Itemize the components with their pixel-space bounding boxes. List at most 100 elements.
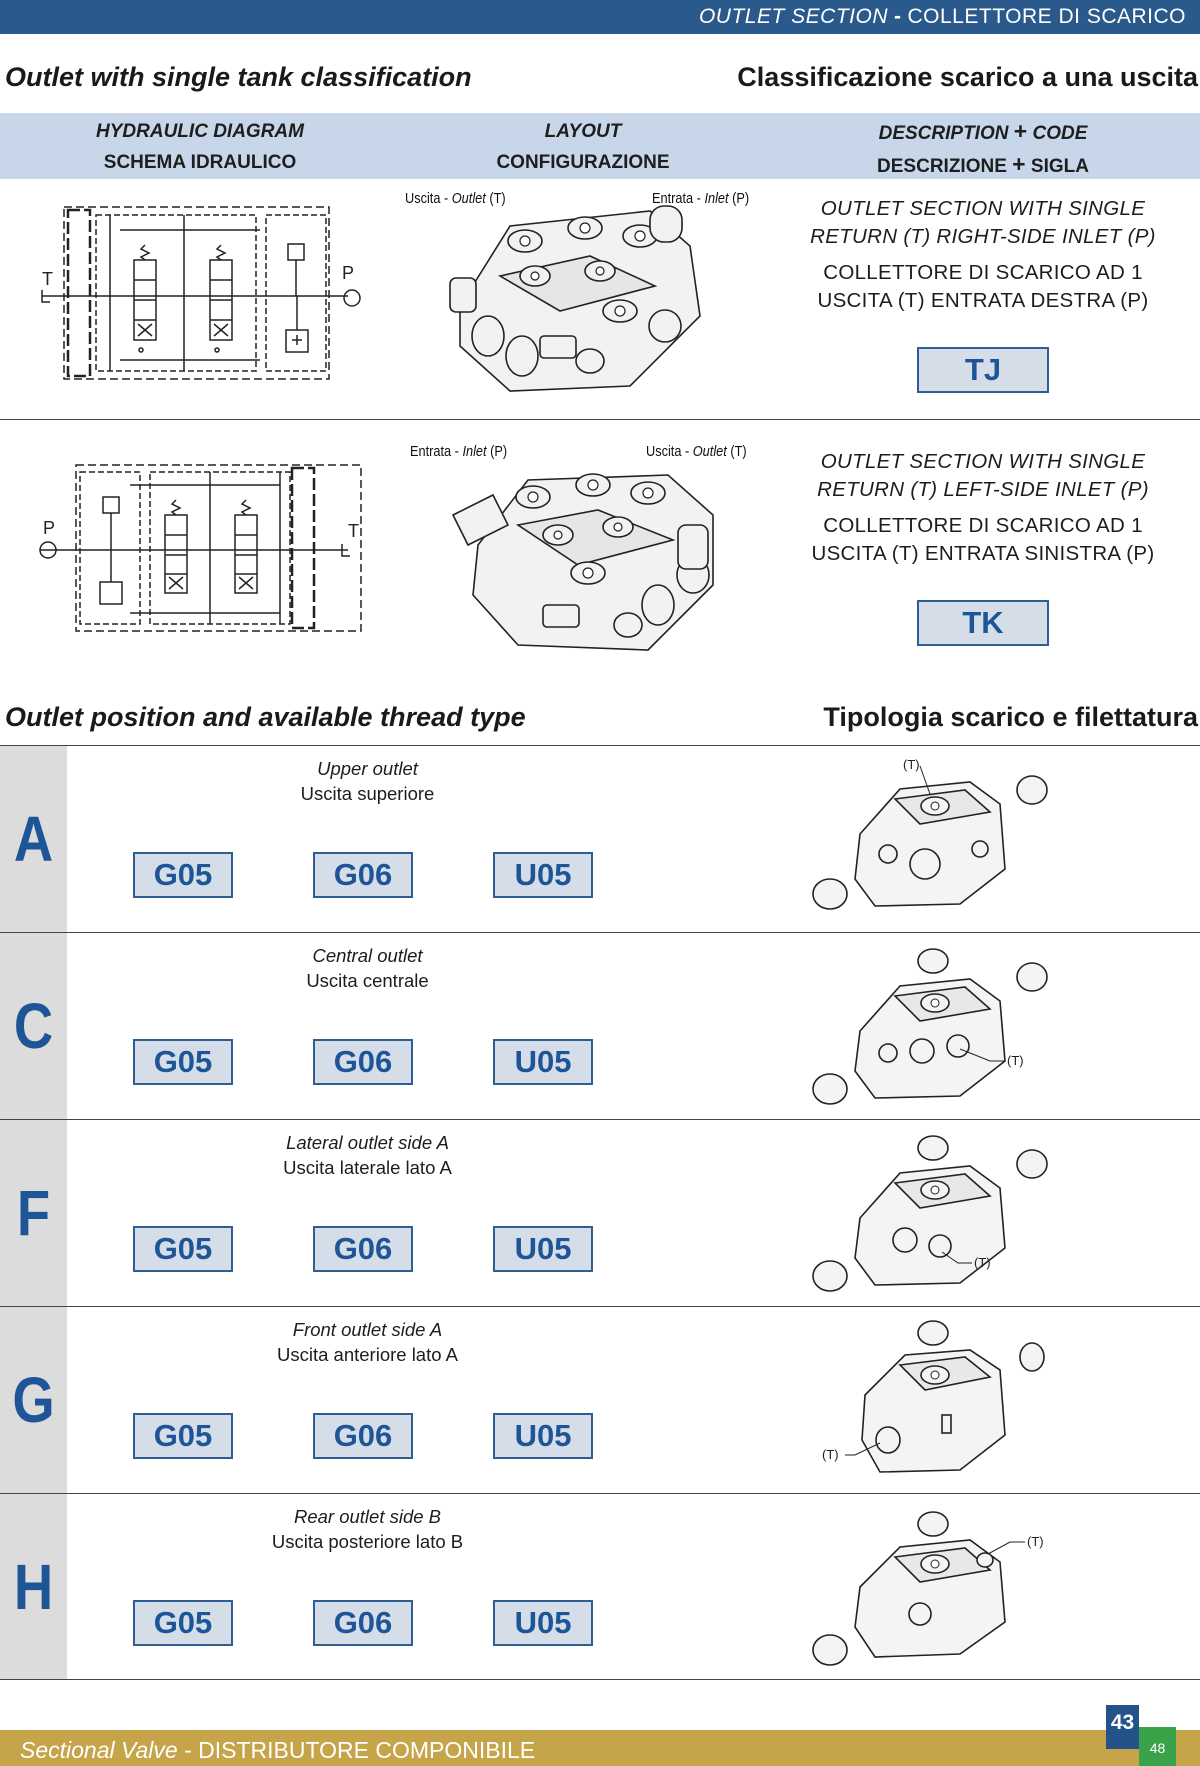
- description-tj-en: OUTLET SECTION WITH SINGLE RETURN (T) RI…: [810, 197, 1156, 248]
- col-header-sigla-word: SIGLA: [1030, 156, 1089, 177]
- col-header-hydraulic: HYDRAULIC DIAGRAM SCHEMA IDRAULICO: [0, 113, 400, 179]
- col-header-description-word: DESCRIPTION: [878, 123, 1009, 144]
- outlet-label-it: Uscita centrale: [306, 970, 429, 991]
- thread-badge: U05: [493, 852, 593, 898]
- outlet-row-g: G Front outlet side A Uscita anteriore l…: [0, 1306, 1200, 1493]
- description-tj: OUTLET SECTION WITH SINGLE RETURN (T) RI…: [803, 195, 1163, 315]
- callout-part-a: Uscita -: [405, 190, 452, 207]
- outlet-letter: G: [12, 1364, 55, 1436]
- callout-part-b: Outlet: [451, 190, 486, 207]
- col-header-code-word: CODE: [1032, 123, 1088, 144]
- diagram-label-t: T: [348, 521, 359, 541]
- letter-cell: G: [0, 1307, 67, 1493]
- col-header-description-en: DESCRIPTION + CODE: [766, 116, 1200, 149]
- outlet-callout-t: (T): [1007, 1053, 1024, 1068]
- outlet-label-en: Central outlet: [312, 945, 423, 966]
- thread-badge: U05: [493, 1600, 593, 1646]
- outlet-label-it: Uscita superiore: [300, 783, 435, 804]
- callout-part-c: (P): [486, 443, 508, 460]
- description-tj-it: COLLETTORE DI SCARICO AD 1 USCITA (T) EN…: [817, 261, 1149, 312]
- section1-title-it: Classificazione scarico a una uscita: [737, 62, 1198, 92]
- col-header-description-it: DESCRIZIONE + SIGLA: [766, 149, 1200, 182]
- outlet-row-h: H Rear outlet side B Uscita posteriore l…: [0, 1493, 1200, 1680]
- outlet-row-f: F Lateral outlet side A Uscita laterale …: [0, 1119, 1200, 1306]
- letter-cell: F: [0, 1120, 67, 1306]
- thread-badge: G06: [313, 1039, 413, 1085]
- banner-title-en: OUTLET SECTION: [698, 5, 888, 28]
- thread-badge: G05: [133, 1039, 233, 1085]
- letter-cell: H: [0, 1494, 67, 1679]
- section2-title-it: Tipologia scarico e filettatura: [823, 702, 1198, 732]
- thread-badge: U05: [493, 1226, 593, 1272]
- banner-dash: -: [894, 5, 902, 28]
- callout-outlet-t: Uscita - Outlet (T): [646, 443, 747, 460]
- outlet-label-en: Front outlet side A: [292, 1319, 443, 1340]
- callout-part-b: Inlet: [704, 190, 729, 207]
- thread-badge: U05: [493, 1413, 593, 1459]
- footer-title-it: DISTRIBUTORE COMPONIBILE: [198, 1737, 536, 1763]
- banner-title: OUTLET SECTION-COLLETTORE DI SCARICO: [699, 5, 1186, 29]
- callout-part-a: Entrata -: [652, 190, 705, 207]
- plus-sign: +: [1012, 151, 1026, 177]
- thread-badge: G05: [133, 1600, 233, 1646]
- outlet-letter: F: [16, 1177, 51, 1249]
- callout-part-b: Inlet: [462, 443, 487, 460]
- outlet-letter: H: [13, 1551, 54, 1623]
- section1-title-en: Outlet with single tank classification: [5, 62, 472, 92]
- callout-part-c: (T): [726, 443, 747, 460]
- thread-badge: G05: [133, 852, 233, 898]
- section2-title-en: Outlet position and available thread typ…: [5, 702, 526, 732]
- col-header-hydraulic-en: HYDRAULIC DIAGRAM: [96, 121, 304, 142]
- page-number-secondary: 48: [1139, 1727, 1176, 1766]
- thread-badge: G06: [313, 1413, 413, 1459]
- plus-sign: +: [1013, 118, 1028, 144]
- footer-bar: Sectional Valve - DISTRIBUTORE COMPONIBI…: [0, 1730, 1200, 1766]
- outlet-label-it: Uscita posteriore lato B: [271, 1531, 464, 1552]
- outlet-callout-t: (T): [1027, 1534, 1044, 1549]
- description-tk-it: COLLETTORE DI SCARICO AD 1 USCITA (T) EN…: [811, 514, 1155, 565]
- column-header-band: HYDRAULIC DIAGRAM SCHEMA IDRAULICO LAYOU…: [0, 113, 1200, 179]
- code-badge-tj: TJ: [917, 347, 1049, 393]
- outlet-g-illustration: (T): [822, 1320, 1045, 1473]
- hydraulic-diagram-tk: P T: [39, 464, 362, 632]
- outlet-c-illustration: (T): [812, 948, 1048, 1105]
- outlet-label-en: Lateral outlet side A: [286, 1132, 449, 1153]
- top-banner: OUTLET SECTION-COLLETTORE DI SCARICO: [0, 0, 1200, 34]
- outlet-a-illustration: (T): [812, 757, 1048, 910]
- diagram-label-p: P: [43, 518, 55, 538]
- callout-part-a: Entrata -: [410, 443, 463, 460]
- col-header-descrizione-word: DESCRIZIONE: [877, 156, 1007, 177]
- callout-part-c: (T): [485, 190, 506, 207]
- outlet-row-c: C Central outlet Uscita centrale G05 G06…: [0, 932, 1200, 1119]
- thread-badge: U05: [493, 1039, 593, 1085]
- row-divider: [0, 419, 1200, 420]
- footer-dash: -: [177, 1737, 199, 1763]
- outlet-h-illustration: (T): [812, 1511, 1044, 1666]
- col-header-layout-en: LAYOUT: [544, 121, 622, 142]
- callout-inlet-p: Entrata - Inlet (P): [410, 443, 507, 460]
- callout-part-a: Uscita -: [646, 443, 693, 460]
- thread-badge: G05: [133, 1226, 233, 1272]
- hydraulic-diagram-tj: T P: [41, 206, 361, 380]
- diagram-label-p: P: [342, 263, 354, 283]
- thread-badge: G06: [313, 852, 413, 898]
- description-tk: OUTLET SECTION WITH SINGLE RETURN (T) LE…: [803, 448, 1163, 568]
- page-number: 43: [1106, 1705, 1139, 1749]
- letter-cell: A: [0, 746, 67, 932]
- outlet-label-it: Uscita anteriore lato A: [277, 1344, 458, 1365]
- callout-part-b: Outlet: [692, 443, 727, 460]
- banner-title-it: COLLETTORE DI SCARICO: [907, 5, 1186, 28]
- footer-title-en: Sectional Valve: [20, 1737, 178, 1763]
- outlet-callout-t: (T): [903, 757, 920, 772]
- outlet-f-illustration: (T): [812, 1135, 1048, 1292]
- col-header-layout-it: CONFIGURAZIONE: [496, 152, 670, 173]
- outlet-callout-t: (T): [974, 1255, 991, 1270]
- outlet-label-en: Upper outlet: [317, 758, 418, 779]
- footer-title: Sectional Valve - DISTRIBUTORE COMPONIBI…: [20, 1737, 535, 1764]
- col-header-description: DESCRIPTION + CODE DESCRIZIONE + SIGLA: [766, 113, 1200, 179]
- valve-layout-illustration-tk: [451, 473, 714, 651]
- outlet-letter: A: [13, 803, 54, 875]
- diagram-label-t: T: [42, 269, 53, 289]
- outlet-letter: C: [13, 990, 54, 1062]
- valve-layout-illustration-tj: [449, 205, 701, 392]
